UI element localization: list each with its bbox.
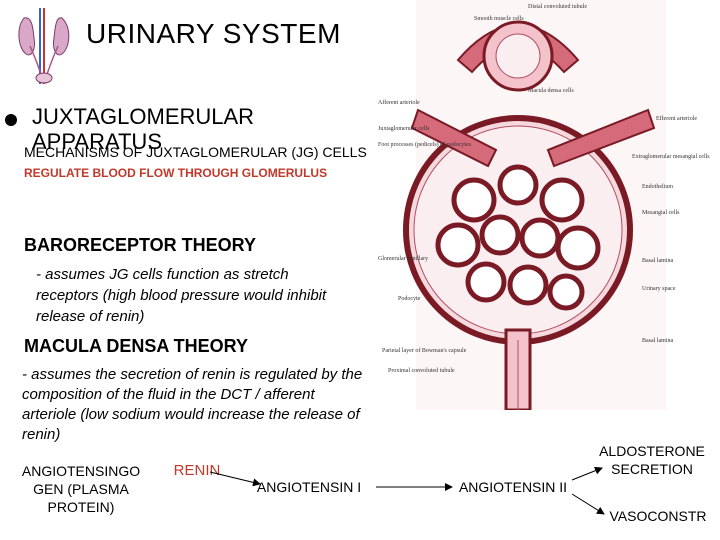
angiotensin-2-label: ANGIOTENSIN II	[458, 479, 568, 495]
svg-text:Endothelium: Endothelium	[642, 184, 673, 190]
regulate-text: REGULATE BLOOD FLOW THROUGH GLOMERULUS	[24, 166, 328, 180]
baroreceptor-text: - assumes JG cells function as stretch r…	[36, 266, 327, 325]
efferent-arteriole	[546, 108, 656, 168]
svg-text:Macula densa cells: Macula densa cells	[528, 88, 574, 94]
svg-text:Efferent arteriole: Efferent arteriole	[656, 115, 697, 122]
svg-text:Juxtaglomerular cells: Juxtaglomerular cells	[378, 126, 430, 132]
mechanism-subheading: MECHANISMS OF JUXTAGLOMERULAR (JG) CELLS	[24, 144, 367, 160]
section-heading: JUXTAGLOMERULAR APPARATUS	[32, 104, 255, 154]
juxtaglomerular-diagram: Distal convoluted tubule Smooth muscle c…	[378, 0, 710, 410]
svg-text:Basal lamina: Basal lamina	[642, 258, 673, 264]
svg-text:Urinary space: Urinary space	[642, 286, 676, 292]
bullet-icon	[5, 114, 17, 126]
aldosterone-label: ALDOSTERONE SECRETION	[599, 443, 705, 477]
svg-text:Basal lamina: Basal lamina	[642, 338, 673, 344]
macula-heading: MACULA DENSA THEORY	[24, 336, 248, 356]
svg-text:Mesangial cells: Mesangial cells	[642, 210, 680, 216]
vasoconstr-label: VASOCONSTR	[609, 508, 707, 524]
macula-text: - assumes the secretion of renin is regu…	[22, 366, 363, 443]
svg-text:Glomerular capillary: Glomerular capillary	[378, 256, 428, 262]
page-title: URINARY SYSTEM	[86, 18, 341, 49]
svg-text:Smooth muscle cells: Smooth muscle cells	[474, 16, 524, 22]
svg-text:Parietal layer of Bowman's cap: Parietal layer of Bowman's capsule	[382, 347, 467, 354]
svg-text:Distal convoluted tubule: Distal convoluted tubule	[528, 4, 587, 10]
angiotensin-1-label: ANGIOTENSIN I	[256, 479, 362, 495]
angiotensinogen-label: ANGIOTENSINGO GEN (PLASMA PROTEIN)	[21, 463, 141, 515]
kidney-logo-icon	[18, 8, 70, 84]
renin-label: RENIN	[173, 462, 221, 479]
svg-text:Afferent arteriole: Afferent arteriole	[378, 99, 420, 106]
afferent-arteriole	[410, 108, 498, 168]
svg-text:Proximal convoluted tubule: Proximal convoluted tubule	[388, 368, 455, 374]
svg-text:Extraglomerular mesangial cell: Extraglomerular mesangial cells	[632, 154, 710, 160]
baroreceptor-heading: BARORECEPTOR THEORY	[24, 235, 257, 255]
svg-text:Foot processes (pedicels) of p: Foot processes (pedicels) of podocytes	[378, 141, 472, 148]
glomerular-capillaries	[435, 164, 601, 311]
svg-text:Podocyte: Podocyte	[398, 296, 421, 302]
